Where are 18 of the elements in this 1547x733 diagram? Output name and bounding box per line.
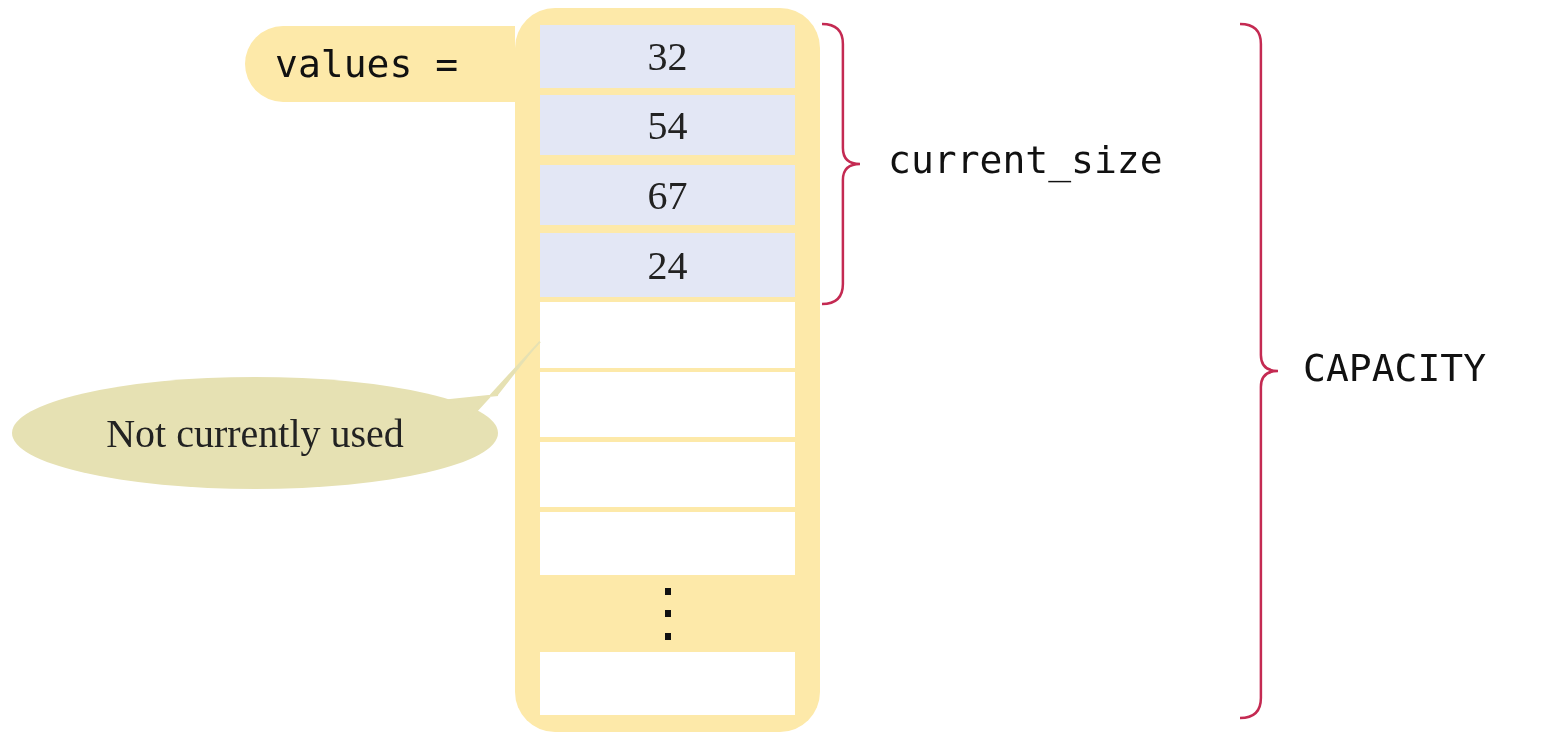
- cell-value: 24: [647, 241, 688, 289]
- cell-value: 32: [647, 33, 688, 80]
- array-cell: [540, 512, 795, 575]
- array-cell: [540, 442, 795, 507]
- callout-text: Not currently used: [106, 409, 404, 457]
- array-cell: [540, 25, 795, 88]
- array-cell: [540, 652, 795, 715]
- array-panel: [515, 8, 820, 732]
- brace-label: CAPACITY: [1303, 346, 1487, 390]
- array-cell: [540, 302, 795, 368]
- variable-name: values =: [275, 42, 459, 86]
- array-cell: [540, 233, 795, 297]
- brace-label: current_size: [888, 138, 1163, 182]
- cell-value: 67: [647, 171, 688, 219]
- array-cell: [540, 372, 795, 437]
- array-cell: [540, 95, 795, 155]
- array-cell: [540, 165, 795, 225]
- cell-value: 54: [647, 101, 688, 149]
